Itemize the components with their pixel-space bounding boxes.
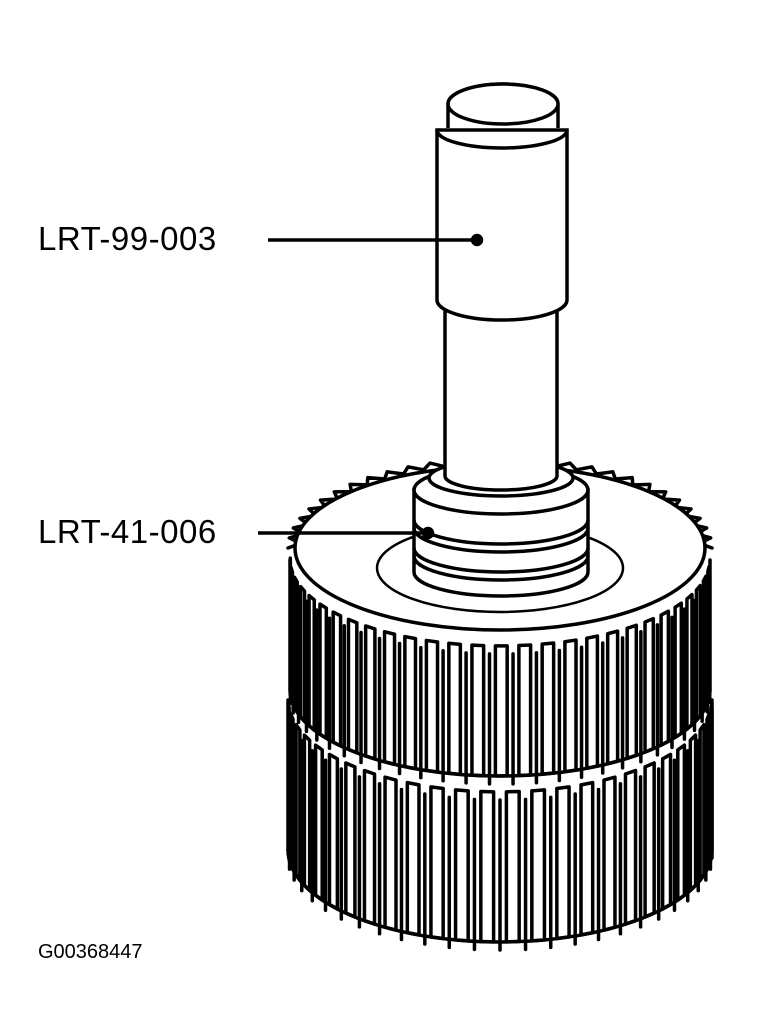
- gear-tooth: [302, 733, 312, 892]
- gear-tooth: [698, 722, 706, 882]
- gear-tooth: [344, 761, 357, 919]
- gear-tooth: [382, 629, 397, 767]
- gear-tooth: [383, 775, 398, 932]
- gear-tooth: [307, 593, 316, 732]
- gear-tooth: [517, 643, 533, 778]
- gear-tooth: [579, 780, 595, 937]
- gear-tooth: [555, 785, 571, 941]
- gear-tooth: [540, 641, 556, 776]
- leader-dot-sleeve: [470, 233, 484, 247]
- gear-tooth: [585, 634, 600, 770]
- gear-tooth: [318, 602, 329, 740]
- gear-tooth: [694, 583, 702, 722]
- gear-tooth: [659, 609, 671, 747]
- gear-tooth: [643, 616, 656, 754]
- gear-tooth: [643, 761, 656, 919]
- gear-tooth: [605, 629, 620, 766]
- gear-tooth: [313, 743, 324, 902]
- gear-tooth: [403, 634, 418, 771]
- gear-tooth: [623, 768, 638, 926]
- gear-tooth: [479, 789, 496, 944]
- leader-lines: [258, 233, 484, 540]
- gear-tooth: [405, 780, 421, 937]
- gear-tooth: [429, 785, 445, 941]
- gear-tooth: [563, 638, 578, 774]
- callout-label-sleeve: LRT-99-003: [38, 220, 217, 257]
- gear-tooth: [298, 584, 307, 723]
- gear-tooth: [493, 644, 509, 778]
- gear-tooth: [294, 722, 302, 882]
- gear-tooth: [363, 624, 377, 761]
- gear-tooth: [327, 752, 340, 911]
- gear-tooth: [346, 617, 359, 755]
- figure-id: G00368447: [38, 941, 143, 963]
- gear-tooth: [470, 643, 486, 778]
- gear-tooth: [685, 592, 694, 731]
- gear-tooth: [660, 752, 673, 911]
- gear-tooth: [362, 768, 377, 926]
- callout-label-collar: LRT-41-006: [38, 513, 217, 550]
- leader-dot-collar: [421, 526, 435, 540]
- gear-tooth: [625, 623, 639, 761]
- gear-tooth: [447, 641, 463, 777]
- gear-tooth: [602, 775, 617, 932]
- gear-tooth: [688, 733, 698, 892]
- gear-tooth: [424, 638, 440, 774]
- gear-tooth: [676, 743, 687, 902]
- gear-tooth: [331, 610, 343, 748]
- gear-tooth: [530, 788, 547, 943]
- sleeve-tool: [435, 82, 569, 322]
- gear-tooth: [673, 601, 684, 740]
- gear-tooth: [453, 788, 470, 943]
- gear-tooth: [504, 789, 521, 944]
- shaft: [443, 298, 559, 492]
- lower-gear: [286, 698, 714, 952]
